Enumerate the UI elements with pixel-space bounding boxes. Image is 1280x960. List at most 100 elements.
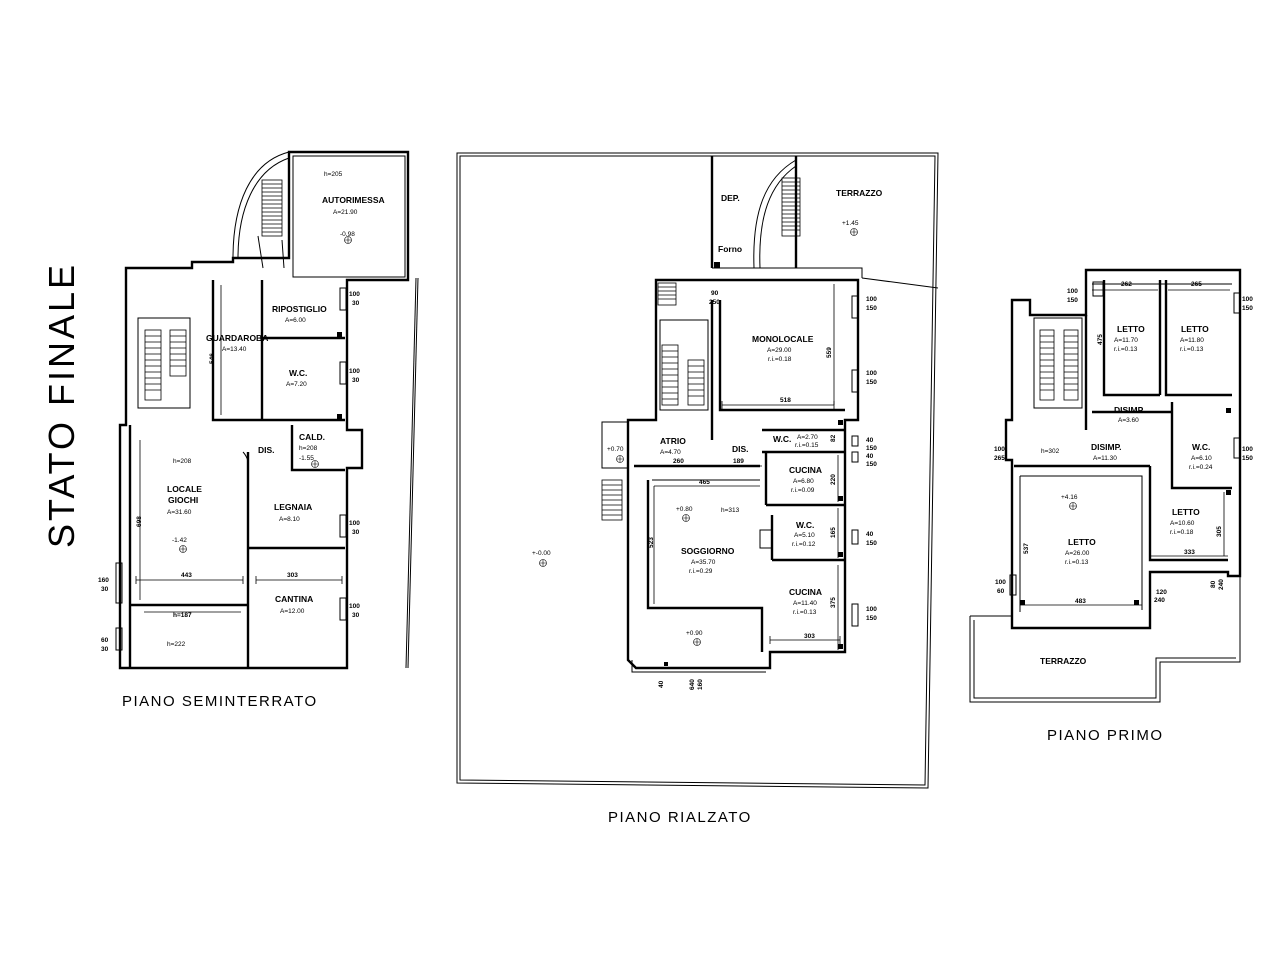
loggia-level: +0.90 (686, 630, 703, 637)
win-r6-top: 100 (866, 606, 877, 613)
dim-262: 262 (1121, 281, 1132, 288)
labels-seminterrato: h=205 AUTORIMESSA A=21.90 -0.98 RIPOSTIG… (98, 171, 385, 653)
disimp2-name: DISIMP. (1091, 442, 1122, 452)
cucina2-name: CUCINA (789, 587, 822, 597)
locale-giochi-name-2: GIOCHI (168, 495, 198, 505)
letto3-level: +4.16 (1061, 494, 1078, 501)
soggiorno-area: A=35.70 (691, 559, 716, 566)
dim-h187: h=187 (173, 612, 192, 619)
cucina2-ri: r.i.=0.13 (793, 609, 817, 616)
wc-seminterrato-area: A=7.20 (286, 381, 307, 388)
terrazzo-rialzato-name: TERRAZZO (836, 188, 883, 198)
dim-240b: 240 (1218, 579, 1225, 590)
window-markers-primo (1009, 281, 1241, 596)
terrazzo-rialzato-level: +1.45 (842, 220, 859, 227)
wc-seminterrato-name: W.C. (289, 368, 307, 378)
window-markers-seminterrato (115, 287, 347, 651)
drawing-title: STATO FINALE (41, 262, 82, 548)
win-s3-bottom: 30 (352, 529, 360, 536)
locale-giochi-height: h=208 (173, 458, 192, 465)
letto2-ri: r.i.=0.13 (1180, 346, 1204, 353)
entry-level: +0.70 (607, 446, 624, 453)
dim-189: 189 (733, 458, 744, 465)
dim-303: 303 (287, 572, 298, 579)
wc1-rialzato-ri: r.i.=0.15 (795, 442, 819, 449)
dim-40-bottom: 40 (658, 680, 665, 688)
soggiorno-ri: r.i.=0.29 (689, 568, 713, 575)
lot-line-seminterrato-2 (407, 277, 419, 669)
win-r5-top: 40 (866, 531, 874, 538)
plan-seminterrato (115, 150, 410, 670)
labels-rialzato: DEP. Forno TERRAZZO +1.45 MONOLOCALE A=2… (532, 188, 883, 690)
forno-name: Forno (718, 244, 742, 254)
win-p4-bottom: 150 (1242, 455, 1253, 462)
win-r1-bottom: 150 (866, 305, 877, 312)
hall-height: h=302 (1041, 448, 1060, 455)
autorimessa-name: AUTORIMESSA (322, 195, 385, 205)
dim-265: 265 (1191, 281, 1202, 288)
win-s6-top: 60 (101, 637, 109, 644)
dim-80: 80 (1210, 580, 1217, 588)
cucina1-area: A=6.80 (793, 478, 814, 485)
dim-305: 305 (1216, 526, 1223, 537)
plan-primo (969, 268, 1242, 703)
wc2-rialzato-name: W.C. (796, 520, 814, 530)
dim-518: 518 (780, 397, 791, 404)
letto4-ri: r.i.=0.18 (1170, 529, 1194, 536)
wc-primo-area: A=6.10 (1191, 455, 1212, 462)
win-r6-bottom: 150 (866, 615, 877, 622)
stair-rialzato-terrace (781, 177, 801, 237)
win-r2-top: 100 (866, 370, 877, 377)
win-p3-top: 100 (994, 446, 1005, 453)
disimp1-name: DISIMP. (1114, 405, 1145, 415)
guardaroba-name: GUARDAROBA (206, 333, 268, 343)
win-r4-bottom: 150 (866, 461, 877, 468)
win-s4-top: 100 (349, 603, 360, 610)
dim-483: 483 (1075, 598, 1086, 605)
cald-height: h=208 (299, 445, 318, 452)
lower-height: h=222 (167, 641, 186, 648)
win-p1-bottom: 150 (1067, 297, 1078, 304)
dis-seminterrato-name: DIS. (258, 445, 275, 455)
dep-name: DEP. (721, 193, 740, 203)
monolocale-name: MONOLOCALE (752, 334, 814, 344)
cucina1-name: CUCINA (789, 465, 822, 475)
win-s3-top: 100 (349, 520, 360, 527)
dim-465: 465 (699, 479, 710, 486)
win-s2-top: 100 (349, 368, 360, 375)
level-markers (179, 228, 1077, 646)
win-p3-bottom: 265 (994, 455, 1005, 462)
legnaia-name: LEGNAIA (274, 502, 312, 512)
win-r5-bottom: 150 (866, 540, 877, 547)
autorimessa-level: -0.98 (340, 231, 355, 238)
stair-rialzato-entry (601, 421, 629, 521)
letto1-area: A=11.70 (1114, 337, 1138, 344)
win-r4-top: 40 (866, 453, 874, 460)
stair-seminterrato-garage (257, 179, 285, 269)
letto1-ri: r.i.=0.13 (1114, 346, 1138, 353)
guardaroba-area: A=13.40 (222, 346, 247, 353)
dim-546: 546 (209, 353, 216, 364)
atrio-area: A=4.70 (660, 449, 681, 456)
cantina-name: CANTINA (275, 594, 313, 604)
soggiorno-height: h=313 (721, 507, 740, 514)
dim-559: 559 (826, 347, 833, 358)
dim-260: 260 (673, 458, 684, 465)
dim-698: 698 (136, 516, 143, 527)
atrio-name: ATRIO (660, 436, 686, 446)
dim-90: 90 (711, 290, 719, 297)
letto4-name: LETTO (1172, 507, 1200, 517)
win-s5-top: 160 (98, 577, 109, 584)
dim-250: 250 (709, 299, 720, 306)
win-p5-bottom: 60 (997, 588, 1005, 595)
win-p2-top: 100 (1242, 296, 1253, 303)
disimp2-area: A=11.30 (1093, 455, 1117, 462)
win-s1-bottom: 30 (352, 300, 360, 307)
autorimessa-area: A=21.90 (333, 209, 358, 216)
dim-160: 160 (697, 679, 704, 690)
locale-giochi-level: -1.42 (172, 537, 187, 544)
legnaia-area: A=8.10 (279, 516, 300, 523)
dim-165: 165 (830, 527, 837, 538)
dim-475: 475 (1097, 334, 1104, 345)
